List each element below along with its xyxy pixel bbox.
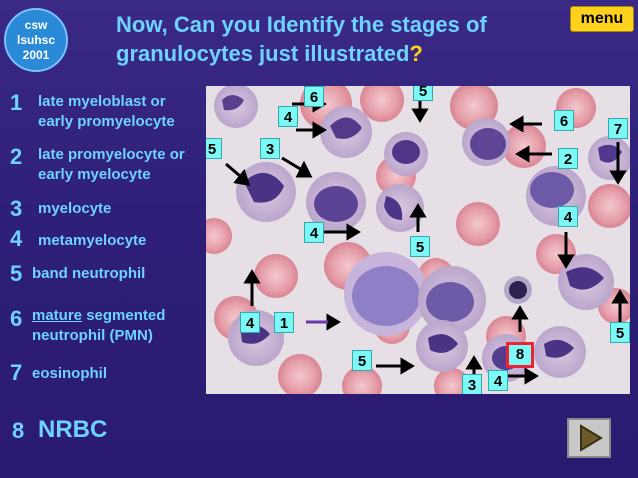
tag-5a: 5 — [413, 86, 433, 101]
legend-num-3: 3 — [10, 196, 23, 221]
tag-4e: 4 — [488, 370, 508, 391]
title-question-mark: ? — [409, 41, 423, 66]
tag-8-nrbc: 8 — [506, 342, 534, 368]
blood-smear-micrograph: 6 5 4 6 7 5 3 2 4 4 5 4 1 5 8 5 3 4 — [206, 86, 630, 394]
logo-line1: csw — [24, 17, 48, 32]
tag-3b: 3 — [462, 374, 482, 394]
tag-1: 1 — [274, 312, 294, 333]
logo-line2: lsuhsc — [16, 32, 55, 47]
legend-text-4: metamyelocyte — [38, 232, 147, 249]
tag-6a: 6 — [304, 86, 324, 107]
legend-text-1: late myeloblast or early promyelocyte — [38, 93, 175, 130]
tag-6b: 6 — [554, 110, 574, 131]
tag-5c: 5 — [410, 236, 430, 257]
legend-text-2: late promyelocyte or early myelocyte — [38, 146, 185, 183]
tag-4b: 4 — [558, 206, 578, 227]
next-slide-button[interactable] — [567, 418, 611, 458]
legend-text-3: myelocyte — [38, 200, 112, 217]
legend-num-1: 1 — [10, 90, 23, 115]
triangle-right-icon — [580, 424, 603, 452]
legend-text-6: mature segmented neutrophil (PMN) — [32, 306, 202, 346]
legend-num-5: 5 — [10, 261, 23, 286]
legend-num-8: 8 — [12, 418, 25, 443]
legend-text-6-rest: segmented neutrophil (PMN) — [32, 307, 166, 344]
tag-5e: 5 — [352, 350, 372, 371]
tag-4d: 4 — [240, 312, 260, 333]
legend-text-8: NRBC — [38, 416, 108, 443]
tag-4a: 4 — [278, 106, 298, 127]
logo-line3: 2001 — [22, 47, 50, 62]
legend-num-7: 7 — [10, 360, 23, 385]
legend-num-2: 2 — [10, 144, 23, 169]
menu-button[interactable]: menu — [570, 6, 634, 32]
tag-5b: 5 — [206, 138, 222, 159]
tag-2: 2 — [558, 148, 578, 169]
slide-title: Now, Can you Identify the stages of gran… — [116, 10, 546, 68]
tag-3a: 3 — [260, 138, 280, 159]
csw-logo: csw lsuhsc 2001 — [4, 8, 68, 72]
legend-text-5: band neutrophil — [32, 265, 146, 282]
title-text: Now, Can you Identify the stages of gran… — [116, 12, 487, 66]
legend-num-4: 4 — [10, 226, 23, 251]
tag-7: 7 — [608, 118, 628, 139]
tag-4c: 4 — [304, 222, 324, 243]
legend-text-6-underlined: mature — [32, 307, 83, 324]
tag-5d: 5 — [610, 322, 630, 343]
legend-text-7: eosinophil — [32, 365, 107, 382]
legend-num-6: 6 — [10, 306, 23, 331]
